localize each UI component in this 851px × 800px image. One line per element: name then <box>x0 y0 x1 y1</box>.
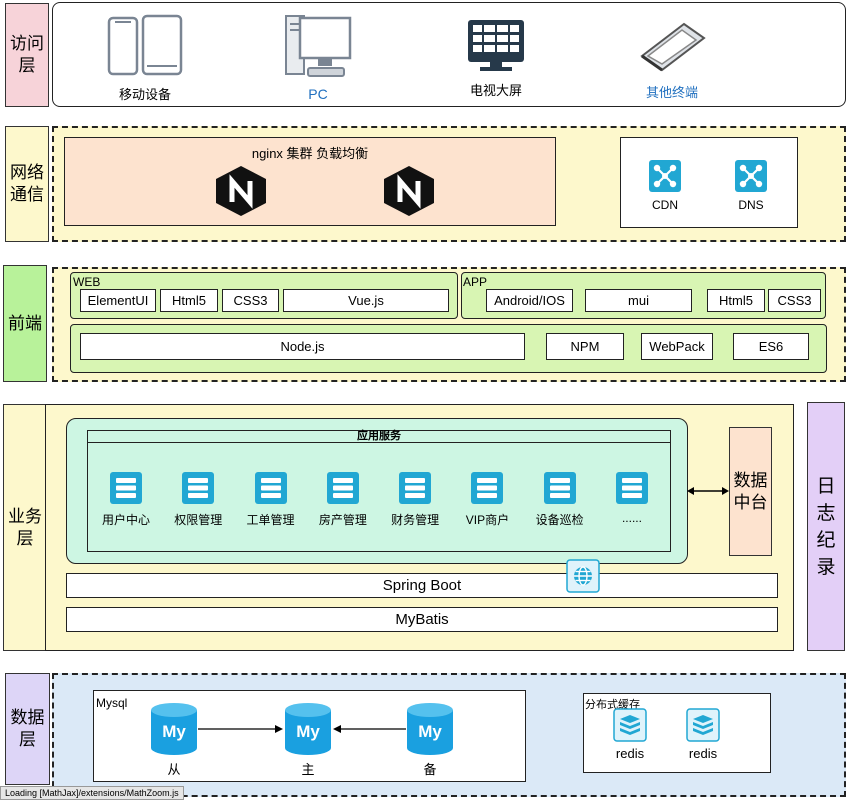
mybatis-bar: MyBatis <box>66 607 778 632</box>
services-row: 用户中心 权限管理 工单管理 房产管理 财务管理 VIP商户 设备巡检 ....… <box>94 471 664 528</box>
service-label: 房产管理 <box>318 513 367 527</box>
service-item: VIP商户 <box>455 471 519 528</box>
tv-screen-icon <box>466 18 536 72</box>
app-service-title: 应用服务 <box>87 430 671 443</box>
bidirectional-arrow-icon <box>686 484 730 498</box>
log-record-column: 日 志 纪 录 <box>807 402 845 651</box>
mysql-node-label: 主 <box>301 762 315 777</box>
globe-icon <box>566 559 600 593</box>
app-item-html5: Html5 <box>707 289 765 312</box>
access-item-other: 其他终端 <box>632 20 712 101</box>
server-icon <box>110 472 142 504</box>
web-item-html5: Html5 <box>160 289 218 312</box>
layer-label-data: 数据 层 <box>5 673 50 785</box>
replication-arrow-icon <box>332 723 406 735</box>
data-platform-box: 数据 中台 <box>729 427 772 556</box>
mysql-database-icon: My <box>407 703 453 755</box>
svg-text:My: My <box>296 722 320 741</box>
access-item-tv: 电视大屏 <box>456 18 536 99</box>
app-item-css3: CSS3 <box>768 289 821 312</box>
web-item-vuejs: Vue.js <box>283 289 449 312</box>
service-label: VIP商户 <box>465 513 510 527</box>
service-label: 工单管理 <box>246 513 295 527</box>
mysql-node-label: 从 <box>167 762 181 777</box>
web-group-label: WEB <box>73 275 101 289</box>
redis-node: redis <box>608 708 652 761</box>
service-item: 工单管理 <box>239 471 303 528</box>
server-icon <box>615 472 648 504</box>
mysql-node-master: My 主 <box>282 702 334 778</box>
service-item: 权限管理 <box>166 471 230 528</box>
service-label: ...... <box>621 511 642 525</box>
tool-item-webpack: WebPack <box>641 333 713 360</box>
cdn-item: CDN <box>640 159 690 212</box>
service-label: 财务管理 <box>391 513 440 527</box>
mysql-node-label: 备 <box>423 762 437 777</box>
redis-node: redis <box>681 708 725 761</box>
scanner-icon <box>638 20 712 72</box>
nginx-cluster-box <box>64 137 556 226</box>
svg-text:My: My <box>418 722 442 741</box>
pc-icon <box>282 10 358 82</box>
service-item: 用户中心 <box>94 471 158 528</box>
access-label-other: 其他终端 <box>645 85 698 100</box>
nginx-icon <box>382 165 436 217</box>
access-layer-panel <box>52 2 846 107</box>
service-item: 设备巡检 <box>528 471 592 528</box>
web-item-css3: CSS3 <box>222 289 279 312</box>
access-item-mobile: 移动设备 <box>100 14 190 103</box>
mobile-tablet-icon <box>107 14 190 78</box>
dns-item: DNS <box>726 159 776 212</box>
service-label: 用户中心 <box>101 513 150 527</box>
status-bar: Loading [MathJax]/extensions/MathZoom.js <box>0 786 184 800</box>
server-icon <box>399 472 432 504</box>
server-icon <box>182 472 215 504</box>
access-label-mobile: 移动设备 <box>118 87 171 102</box>
app-group-label: APP <box>463 275 488 289</box>
mysql-node-slave: My 从 <box>148 702 200 778</box>
server-icon <box>543 472 576 504</box>
service-label: 权限管理 <box>174 513 223 527</box>
mysql-database-icon: My <box>151 703 197 755</box>
service-item: 房产管理 <box>311 471 375 528</box>
nginx-icon <box>214 165 268 217</box>
svg-text:My: My <box>162 722 186 741</box>
mysql-database-icon: My <box>285 703 331 755</box>
network-node-icon <box>648 159 690 193</box>
dns-label: DNS <box>738 198 764 212</box>
cdn-label: CDN <box>652 198 678 212</box>
service-label: 设备巡检 <box>535 513 584 527</box>
mysql-node-backup: My 备 <box>404 702 456 778</box>
redis-icon <box>613 708 647 742</box>
app-item-android-ios: Android/IOS <box>486 289 573 312</box>
replication-arrow-icon <box>198 723 284 735</box>
tool-item-nodejs: Node.js <box>80 333 525 360</box>
layer-label-business: 业务 层 <box>3 404 47 651</box>
access-item-pc: PC <box>278 10 358 102</box>
distributed-cache-title: 分布式缓存 <box>585 699 640 711</box>
access-label-pc: PC <box>308 86 328 102</box>
network-node-icon <box>734 159 776 193</box>
redis-label: redis <box>688 746 718 761</box>
layer-label-network: 网络 通信 <box>5 126 49 242</box>
server-icon <box>471 472 504 504</box>
server-icon <box>326 472 359 504</box>
service-item: 财务管理 <box>383 471 447 528</box>
spring-boot-bar: Spring Boot <box>66 573 778 598</box>
redis-icon <box>686 708 720 742</box>
nginx-cluster-title: nginx 集群 负载均衡 <box>251 146 369 161</box>
tool-item-es6: ES6 <box>733 333 809 360</box>
redis-label: redis <box>615 746 645 761</box>
web-item-elementui: ElementUI <box>80 289 156 312</box>
server-icon <box>254 472 287 504</box>
app-item-mui: mui <box>585 289 692 312</box>
layer-label-frontend: 前端 <box>3 265 47 382</box>
mysql-title: Mysql <box>96 696 128 710</box>
app-service-inner <box>87 430 671 552</box>
tool-item-npm: NPM <box>546 333 624 360</box>
service-item: ...... <box>600 471 664 528</box>
access-label-tv: 电视大屏 <box>469 83 522 98</box>
layer-label-access: 访问 层 <box>5 3 49 107</box>
